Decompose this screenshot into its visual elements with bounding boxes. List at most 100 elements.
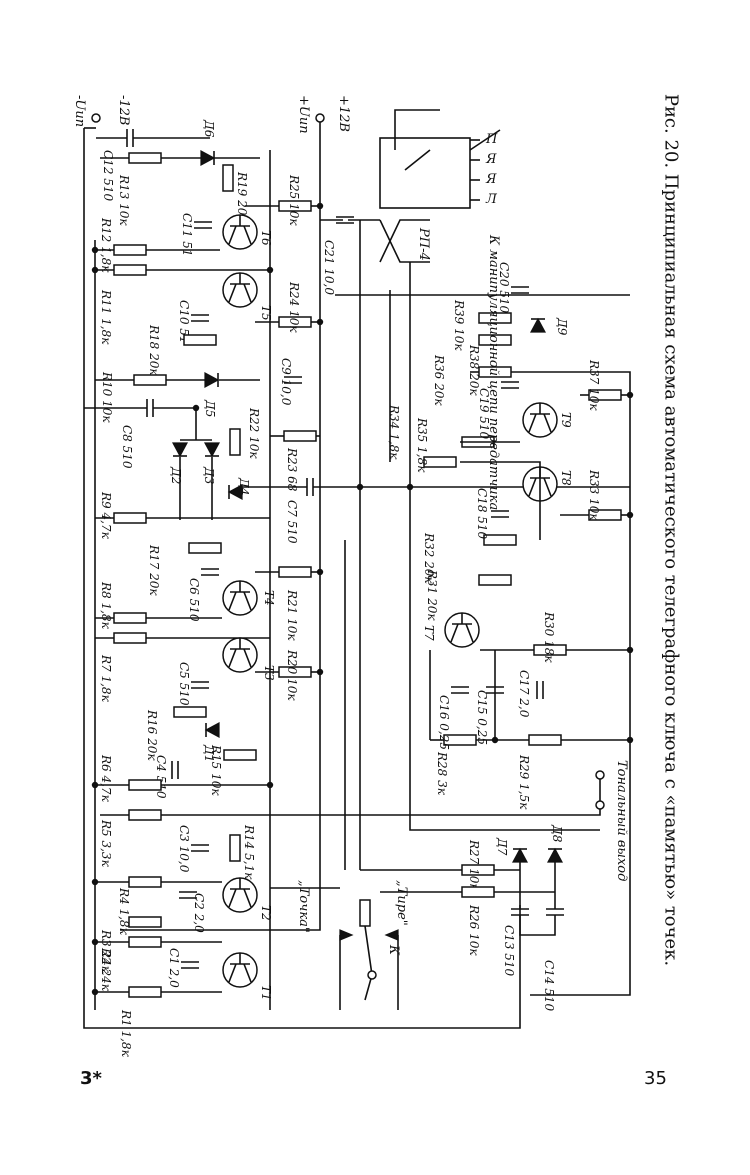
diode-body	[203, 442, 221, 458]
label-r23: R23 68	[285, 447, 299, 492]
label-r5: R5 3,3к	[99, 819, 113, 868]
label-д2: Д2	[169, 466, 183, 484]
capacitor-c4	[171, 761, 179, 779]
relay-coil-lead	[379, 219, 430, 263]
diode-д8	[546, 847, 564, 863]
label-r11: R11 1,8к	[99, 289, 113, 345]
transistor-lead	[543, 413, 552, 433]
label-д6: Д6	[202, 119, 216, 138]
transistor-lead	[243, 963, 252, 983]
diode-body	[171, 442, 189, 458]
transistor-lead	[528, 477, 537, 497]
supply-positive-label: +Uип	[296, 95, 311, 134]
relay-contact-block	[379, 137, 471, 209]
resistor-r22	[229, 428, 241, 456]
label-r21: R21 10к	[285, 589, 299, 641]
label-c14: C14 510	[542, 960, 556, 1012]
junction-dot	[626, 511, 634, 519]
transistor-т2	[222, 877, 258, 913]
junction-dot	[626, 736, 634, 744]
label-т9: Т9	[559, 412, 573, 428]
tone-output-label: Тональный выход	[614, 760, 629, 881]
resistor-r7	[113, 632, 147, 644]
capacitor-c3	[191, 844, 209, 852]
label-r29: R29 1,5к	[517, 754, 531, 810]
junction-dot	[91, 988, 99, 996]
relay-contact-2: Я	[485, 152, 497, 167]
label-c15: C15 0,25	[475, 690, 489, 745]
resistor-r11	[113, 264, 147, 276]
label-r27: R27 10к	[467, 839, 481, 891]
resistor-r31	[478, 574, 512, 586]
resistor-r8	[113, 612, 147, 624]
transistor-lead	[228, 591, 237, 611]
label-r35: R35 1,8к	[415, 417, 429, 473]
capacitor-c5	[191, 681, 209, 689]
label-т1: Т1	[259, 985, 273, 1001]
label-т5: Т5	[259, 305, 273, 321]
diode-body	[546, 847, 564, 863]
label-r39: R39 10к	[452, 299, 466, 351]
label-r6: R6 4,7к	[99, 754, 113, 803]
capacitor-c21	[336, 216, 354, 224]
resistor-r19	[222, 164, 234, 192]
label-r13: R13 10к	[117, 174, 131, 226]
label-д9: Д9	[555, 317, 569, 336]
label-c18: C18 510	[475, 488, 489, 540]
label-c9: C9 10,0	[279, 358, 293, 406]
label-r12: R12 1,8к	[99, 217, 113, 273]
capacitor-c20	[511, 286, 529, 294]
resistor-r17	[188, 542, 222, 554]
resistor-r6	[128, 779, 162, 791]
capacitor-c19	[501, 381, 519, 389]
label-т7: Т7	[422, 625, 436, 641]
label-т2: Т2	[259, 905, 273, 921]
bus-right	[530, 395, 631, 996]
label-r7: R7 1,8к	[99, 654, 113, 703]
junction-dot	[316, 318, 324, 326]
label-c10: C10 51	[177, 300, 191, 344]
terminal	[595, 770, 605, 780]
label-c16: C16 0,25	[437, 695, 451, 750]
junction-dot	[626, 646, 634, 654]
label-r8: R8 1,8к	[99, 581, 113, 630]
key-paddle	[359, 899, 371, 927]
label-c2: C2 2,0	[192, 893, 206, 933]
terminal	[595, 800, 605, 810]
transistor-lead	[228, 963, 237, 983]
label-r18: R18 20к	[147, 324, 161, 376]
transistor-lead	[228, 283, 237, 303]
label-r14: R14 5,1к	[242, 824, 256, 880]
resistor-r38	[478, 334, 512, 346]
label-c20: C20 510	[497, 262, 511, 314]
relay-frame	[394, 109, 440, 150]
resistor-r21	[278, 566, 312, 578]
transistor-т6	[222, 214, 258, 250]
key-pivot	[367, 970, 377, 980]
label-r25: R25 10к	[287, 174, 301, 226]
label-r36: R36 20к	[432, 354, 446, 406]
diode-д1	[204, 721, 220, 739]
relay-contact-1: П	[485, 132, 498, 147]
label-д5: Д5	[203, 399, 217, 417]
label-д8: Д8	[550, 824, 564, 843]
diode-д2	[171, 442, 189, 458]
supply-negative-volts: -12В	[116, 95, 131, 126]
figure-caption: Рис. 20. Принципиальная схема автоматиче…	[660, 93, 682, 967]
label-д4: Д4	[237, 477, 251, 495]
label-r15: R15 10к	[209, 744, 223, 796]
label-r22: R22 10к	[247, 407, 261, 459]
capacitor-c18	[491, 510, 509, 518]
junction-dot	[356, 483, 364, 491]
label-r9: R9 4,7к	[99, 491, 113, 540]
capacitor-c12	[126, 129, 134, 147]
resistor-r4	[128, 876, 162, 888]
junction-dot	[91, 781, 99, 789]
relay-armature	[404, 149, 431, 171]
junction-dot	[91, 246, 99, 254]
label-r31: R31 20к	[425, 569, 439, 621]
diode-body	[204, 371, 220, 389]
label-r37: R37 10к	[587, 359, 601, 411]
label-c6: C6 510	[187, 578, 201, 622]
